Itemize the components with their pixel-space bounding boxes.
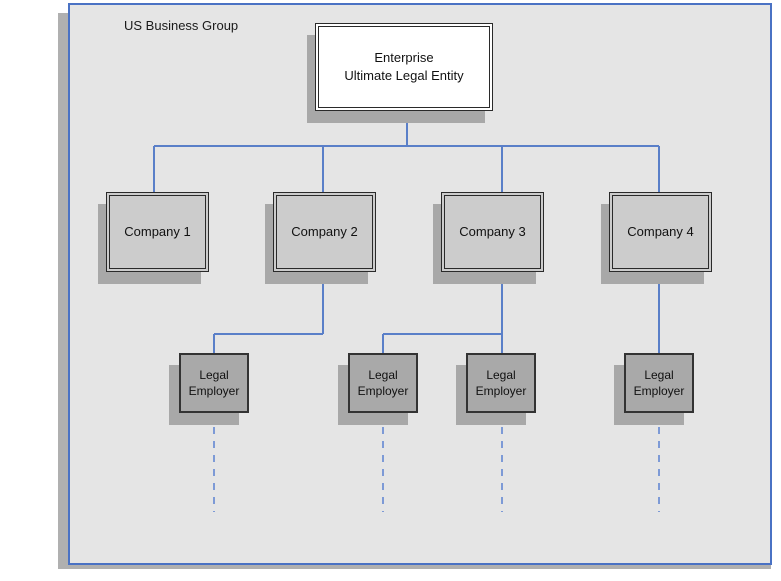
- node-label: Legal Employer: [358, 367, 409, 399]
- node-border-outer: Company 1: [106, 192, 209, 272]
- node-border-outer: Legal Employer: [179, 353, 249, 413]
- node-border-inner: Legal Employer: [181, 355, 247, 411]
- node-company-2[interactable]: Company 2: [265, 192, 376, 284]
- node-label: Company 3: [459, 224, 526, 240]
- node-border-outer: Company 3: [441, 192, 544, 272]
- node-label-line-2: Employer: [188, 384, 240, 398]
- node-border-inner: Company 4: [612, 195, 709, 269]
- node-label: Company 2: [291, 224, 358, 240]
- node-legal-employer-4[interactable]: Legal Employer: [614, 353, 694, 425]
- node-label: Company 4: [627, 224, 694, 240]
- node-border-inner: Legal Employer: [350, 355, 416, 411]
- node-legal-employer-2[interactable]: Legal Employer: [338, 353, 418, 425]
- node-border-inner: Company 2: [276, 195, 373, 269]
- node-label-line-2: Employer: [633, 384, 685, 398]
- node-border-outer: Company 4: [609, 192, 712, 272]
- node-legal-employer-3[interactable]: Legal Employer: [456, 353, 536, 425]
- node-border-inner: Enterprise Ultimate Legal Entity: [318, 26, 490, 108]
- node-label-line-1: Enterprise: [374, 50, 434, 66]
- node-legal-employer-1[interactable]: Legal Employer: [169, 353, 249, 425]
- node-label-line-1: Legal: [644, 367, 674, 382]
- node-label-line-2: Employer: [357, 384, 409, 398]
- node-label-line-1: Legal: [368, 367, 398, 382]
- node-border-inner: Company 3: [444, 195, 541, 269]
- node-border-outer: Enterprise Ultimate Legal Entity: [315, 23, 493, 111]
- node-label: Legal Employer: [634, 367, 685, 399]
- node-label-line-1: Legal: [486, 367, 516, 382]
- node-label: Company 1: [124, 224, 191, 240]
- node-company-1[interactable]: Company 1: [98, 192, 209, 284]
- node-border-outer: Legal Employer: [624, 353, 694, 413]
- node-company-3[interactable]: Company 3: [433, 192, 544, 284]
- node-company-4[interactable]: Company 4: [601, 192, 712, 284]
- node-border-outer: Legal Employer: [466, 353, 536, 413]
- node-label: Enterprise Ultimate Legal Entity: [344, 49, 463, 84]
- node-enterprise-ultimate-legal-entity[interactable]: Enterprise Ultimate Legal Entity: [307, 23, 493, 123]
- node-label: Legal Employer: [476, 367, 527, 399]
- node-border-inner: Legal Employer: [626, 355, 692, 411]
- node-label-line-2: Ultimate Legal Entity: [344, 68, 464, 83]
- node-label-line-1: Legal: [199, 367, 229, 382]
- node-border-outer: Legal Employer: [348, 353, 418, 413]
- node-border-outer: Company 2: [273, 192, 376, 272]
- node-label: Legal Employer: [189, 367, 240, 399]
- node-label-line-2: Employer: [475, 384, 527, 398]
- group-title-label: US Business Group: [124, 18, 239, 33]
- node-border-inner: Company 1: [109, 195, 206, 269]
- node-border-inner: Legal Employer: [468, 355, 534, 411]
